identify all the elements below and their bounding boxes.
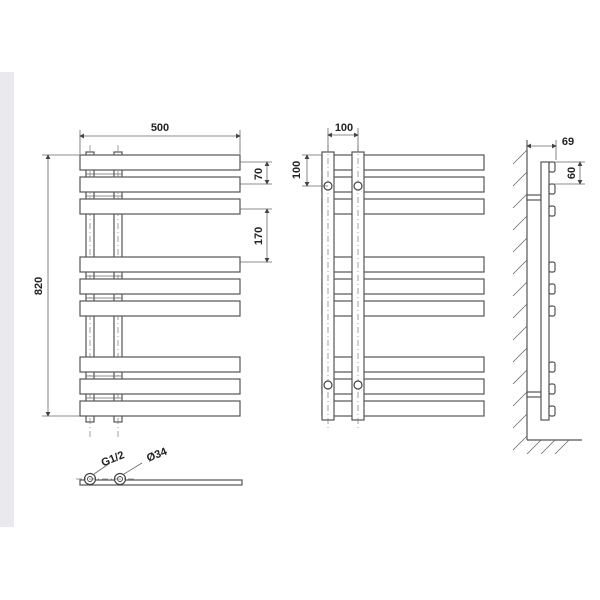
bottom-profile: [79, 479, 243, 486]
side-bar-3: [321, 198, 485, 215]
label-d34: Ø34: [145, 445, 170, 464]
dim-height-820: 820: [33, 277, 45, 295]
left-edge-strip: [0, 72, 14, 527]
wall-hatch: [512, 149, 570, 455]
side-bar-5: [321, 278, 485, 295]
leader-d34: [123, 462, 143, 475]
front-bar-4: [79, 256, 241, 273]
dim-width-500: 500: [151, 122, 169, 134]
profile-view: 69 60: [512, 136, 585, 455]
front-bar-9: [79, 400, 241, 417]
side-connection-tr: [353, 181, 363, 191]
side-connection-br: [353, 380, 363, 390]
side-bar-2: [321, 176, 485, 193]
front-bar-1: [79, 154, 241, 171]
dim-bar-70: 70: [253, 168, 265, 180]
profile-body: [540, 161, 550, 421]
side-bar-1: [321, 154, 485, 171]
wall-bracket-bottom: [526, 391, 542, 398]
label-g12: G1/2: [100, 449, 127, 469]
front-bar-5: [79, 278, 241, 295]
side-view: 100 100: [291, 122, 485, 430]
dim-bracket-60: 60: [566, 167, 578, 179]
front-bar-6: [79, 300, 241, 317]
front-view: 500 820 70 170: [33, 122, 272, 440]
bottom-view: G1/2 Ø34: [76, 445, 243, 486]
front-bar-7: [79, 356, 241, 373]
side-bar-4: [321, 256, 485, 273]
side-bar-7: [321, 356, 485, 373]
dim-spacing-100: 100: [335, 122, 353, 134]
dim-gap-170: 170: [253, 227, 265, 245]
front-bar-8: [79, 378, 241, 395]
leader-g12: [93, 462, 111, 475]
dim-depth-69: 69: [562, 136, 574, 148]
wall-bracket-top: [526, 194, 542, 201]
dim-height-100: 100: [291, 161, 303, 179]
side-bar-9: [321, 400, 485, 417]
side-bar-8: [321, 378, 485, 395]
side-bar-6: [321, 300, 485, 317]
front-bar-3: [79, 198, 241, 215]
side-connection-bl: [323, 380, 333, 390]
front-bar-2: [79, 176, 241, 193]
